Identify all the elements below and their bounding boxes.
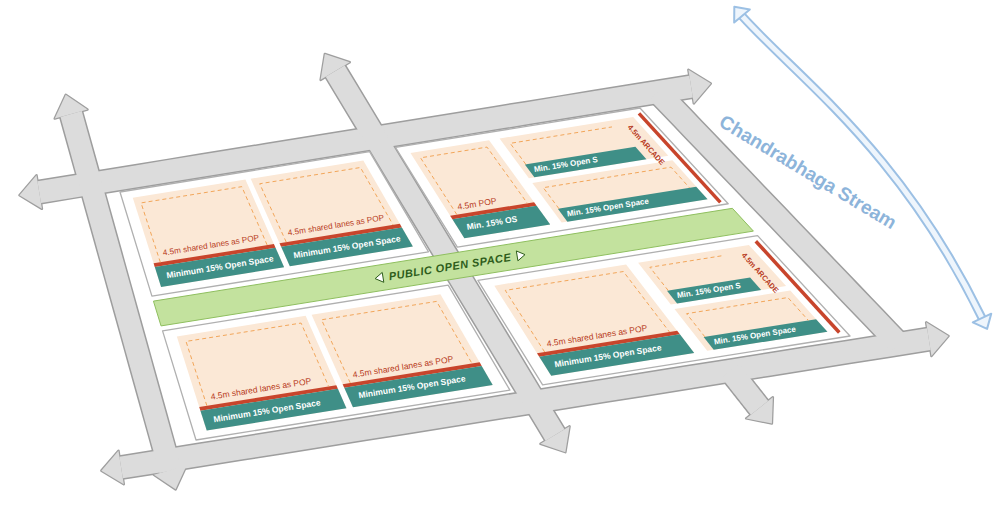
stream [742, 16, 982, 318]
plot: 4.5m shared lanes as POPMinimum 15% Open… [248, 158, 415, 269]
arcade-label: 4.5m ARCADE [626, 123, 666, 166]
plot-area [312, 294, 493, 407]
plot-area [251, 161, 413, 267]
plot: 4.5m shared lanes as POPMinimum 15% Open… [309, 292, 495, 410]
road-arrow [746, 397, 773, 423]
road-arrow-edge [19, 175, 41, 209]
road-arrow [688, 70, 710, 104]
open-space-band [452, 206, 550, 238]
arcade-label: 4.5m ARCADE [740, 251, 780, 294]
road-arrow-edge [101, 451, 123, 485]
road-arrow [19, 175, 41, 209]
setback-line [260, 168, 393, 243]
stream-name: Chandrabhaga Stream [716, 112, 900, 233]
setback-line [186, 323, 329, 406]
road-arrow [321, 54, 350, 80]
setback-line [322, 301, 472, 383]
setback-line [141, 187, 267, 263]
road-arrow-edge [926, 322, 948, 356]
plot: Min. 15% Open Space [672, 288, 830, 353]
road-arrow [540, 426, 569, 452]
stream-arrow [734, 7, 750, 23]
plot-area [532, 160, 707, 222]
setback-line [505, 272, 669, 352]
plot-area [674, 291, 827, 351]
road-arrow [55, 95, 88, 119]
plot: Min. 15% Open Space [530, 158, 710, 225]
stream-edge [742, 16, 982, 318]
setback-line [421, 147, 528, 215]
city-block [120, 152, 429, 296]
shape [672, 288, 830, 353]
open-space-band [704, 319, 828, 350]
road-arrow [154, 466, 187, 490]
direction-arrow [516, 251, 525, 261]
road-arrow [926, 322, 948, 356]
road-arrow-edge [688, 70, 710, 104]
shape [530, 158, 710, 225]
road-arrow [101, 451, 123, 485]
road [730, 371, 759, 408]
direction-arrow [375, 272, 384, 282]
stream-arrow [973, 314, 991, 329]
